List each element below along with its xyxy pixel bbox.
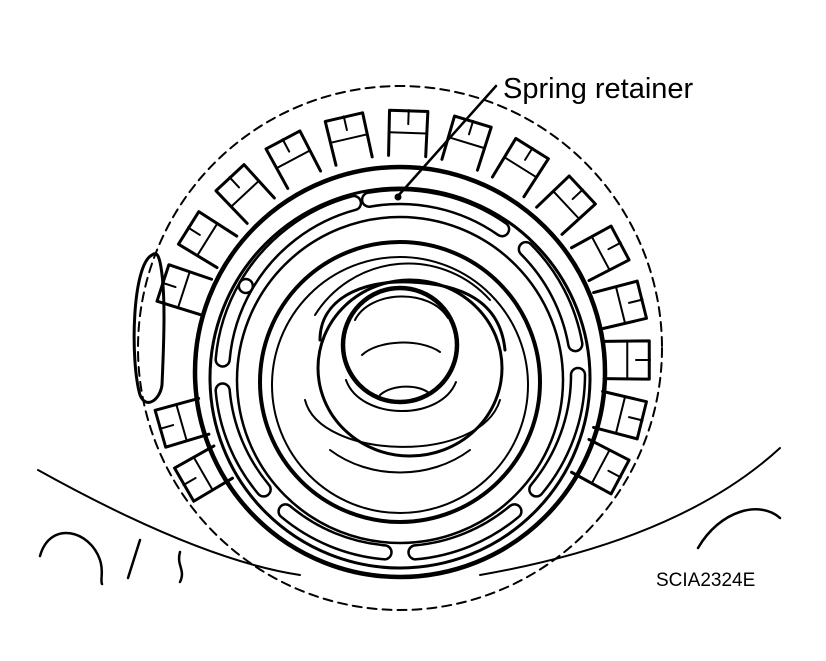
drum-tooth [570, 437, 631, 496]
drum-tooth [490, 136, 550, 199]
drum-tooth [570, 224, 631, 283]
drum-dashed-outline [137, 85, 663, 611]
drum-tooth [264, 129, 323, 190]
drum-tooth [387, 108, 430, 159]
retainer-slot [237, 194, 363, 295]
drum-tooth [173, 444, 234, 503]
figure-code: SCIA2324E [656, 570, 755, 591]
housing-outline [37, 447, 782, 586]
retainer-slot [517, 240, 584, 353]
drum-tooth [440, 114, 493, 172]
callout-label: Spring retainer [503, 73, 694, 105]
drum-teeth [153, 108, 651, 503]
retainer-slot [214, 277, 255, 368]
side-lug [132, 252, 166, 404]
retainer-slot [360, 188, 511, 238]
drum-tooth [214, 163, 276, 225]
inner-rings [235, 215, 565, 545]
drum-tooth [602, 339, 651, 381]
retainer-ring [192, 164, 608, 580]
center-hub [304, 278, 507, 474]
retainer-slot [277, 503, 393, 561]
retainer-slot [528, 366, 587, 498]
retainer-slot [214, 382, 272, 498]
retainer-slots [214, 188, 587, 561]
drum-tooth [592, 389, 648, 441]
drum-tooth [592, 279, 648, 331]
retainer-slot [407, 503, 523, 561]
drum-tooth [153, 396, 211, 449]
callout-leader [394, 84, 498, 201]
drum-tooth [323, 111, 374, 167]
drum-tooth [155, 263, 214, 317]
drum-tooth [535, 174, 597, 236]
drum-tooth [176, 210, 239, 270]
